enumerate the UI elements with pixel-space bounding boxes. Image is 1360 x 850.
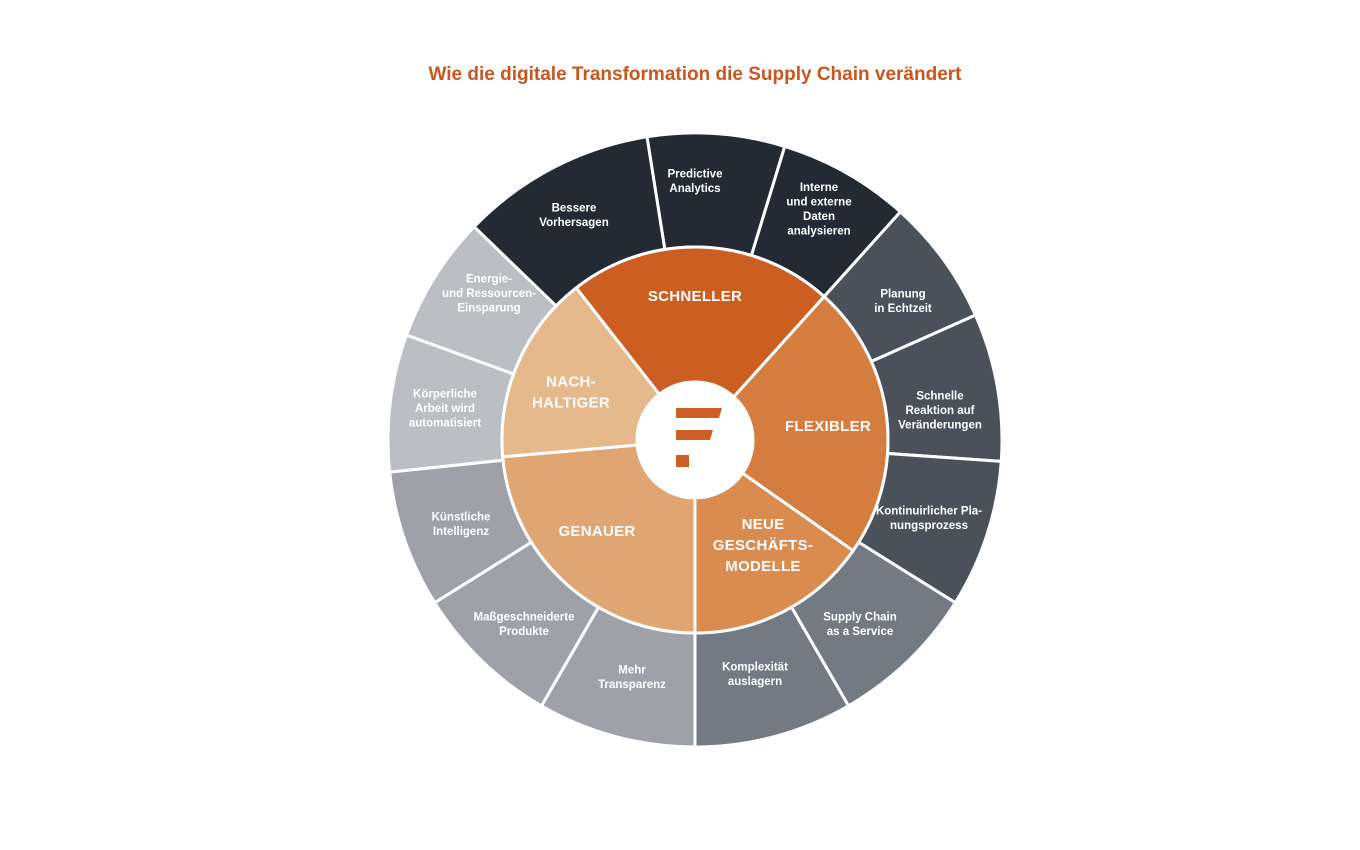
stacked-bars-logo-icon bbox=[676, 408, 722, 467]
outer-label-interne-externe-daten-line: analysieren bbox=[787, 226, 850, 238]
outer-label-koerperliche-arbeit-line: automatisiert bbox=[409, 417, 481, 429]
outer-label-massgeschneiderte-produkte-line: Maßgeschneiderte bbox=[474, 612, 575, 624]
outer-label-komplexitaet-auslagern: Komplexität auslagern bbox=[722, 662, 788, 689]
inner-label-schneller-line: SCHNELLER bbox=[648, 288, 742, 305]
outer-label-schnelle-reaktion-line: Schnelle bbox=[916, 390, 963, 402]
outer-label-kontinuierlicher-planungsprozess-line: Kontinuirlicher Pla- bbox=[876, 506, 982, 518]
diagram-title: Wie die digitale Transformation die Supp… bbox=[428, 64, 962, 85]
outer-label-kuenstliche-intelligenz-line: Intelligenz bbox=[433, 526, 489, 538]
outer-label-komplexitaet-auslagern-line: auslagern bbox=[728, 676, 782, 688]
inner-label-schneller: SCHNELLER bbox=[648, 288, 742, 305]
center-hub bbox=[637, 382, 753, 498]
inner-label-genauer: GENAUER bbox=[558, 523, 635, 540]
outer-label-kontinuierlicher-planungsprozess: Kontinuirlicher Pla-nungsprozess bbox=[876, 506, 982, 533]
outer-label-supply-chain-service-line: as a Service bbox=[827, 626, 894, 638]
outer-label-predictive-analytics-line: Predictive bbox=[668, 169, 723, 181]
outer-label-schnelle-reaktion-line: Reaktion auf bbox=[905, 405, 974, 417]
inner-label-flexibler: FLEXIBLER bbox=[785, 418, 871, 435]
outer-label-energie-ressourcen-line: Einsparung bbox=[457, 302, 520, 314]
outer-label-kontinuierlicher-planungsprozess-line: nungsprozess bbox=[890, 520, 968, 532]
outer-label-interne-externe-daten-line: Daten bbox=[803, 211, 835, 223]
outer-label-bessere-vorhersagen-line: Vorhersagen bbox=[539, 217, 608, 229]
outer-label-energie-ressourcen-line: und Ressourcen- bbox=[442, 288, 536, 300]
outer-label-koerperliche-arbeit-line: Körperliche bbox=[413, 388, 477, 400]
outer-label-bessere-vorhersagen-line: Bessere bbox=[552, 203, 597, 215]
outer-label-planung-echtzeit: Planung in Echtzeit bbox=[874, 289, 932, 316]
inner-label-nachhaltiger-line: NACH- bbox=[546, 373, 596, 390]
outer-label-planung-echtzeit-line: in Echtzeit bbox=[874, 303, 932, 315]
inner-label-neue-geschaeftsmodelle-line: MODELLE bbox=[725, 558, 800, 575]
inner-label-flexibler-line: FLEXIBLER bbox=[785, 418, 871, 435]
outer-label-komplexitaet-auslagern-line: Komplexität bbox=[722, 662, 788, 674]
inner-ring: SCHNELLER FLEXIBLER NEUE GESCHÄFTS- MODELLE G… bbox=[500, 245, 890, 635]
outer-label-supply-chain-service: Supply Chain as a Service bbox=[823, 612, 896, 639]
outer-label-schnelle-reaktion-line: Veränderungen bbox=[898, 419, 982, 431]
outer-label-mehr-transparenz-line: Mehr bbox=[618, 665, 646, 677]
outer-label-interne-externe-daten-line: Interne bbox=[800, 182, 838, 194]
inner-label-nachhaltiger: NACH- HALTIGER bbox=[532, 373, 610, 411]
inner-label-neue-geschaeftsmodelle-line: GESCHÄFTS- bbox=[713, 537, 814, 554]
outer-label-interne-externe-daten-line: und externe bbox=[786, 197, 851, 209]
inner-label-neue-geschaeftsmodelle-line: NEUE bbox=[742, 516, 785, 533]
outer-label-energie-ressourcen: Energie-und Ressourcen- Einsparung bbox=[442, 273, 536, 314]
outer-label-mehr-transparenz-line: Transparenz bbox=[598, 679, 666, 691]
inner-label-nachhaltiger-line: HALTIGER bbox=[532, 394, 610, 411]
outer-label-massgeschneiderte-produkte-line: Produkte bbox=[499, 626, 549, 638]
outer-label-kuenstliche-intelligenz-line: Künstliche bbox=[432, 512, 491, 524]
outer-label-energie-ressourcen-line: Energie- bbox=[466, 273, 512, 285]
outer-label-supply-chain-service-line: Supply Chain bbox=[823, 612, 896, 624]
outer-label-koerperliche-arbeit-line: Arbeit wird bbox=[415, 403, 475, 415]
inner-label-neue-geschaeftsmodelle: NEUE GESCHÄFTS- MODELLE bbox=[713, 516, 814, 575]
outer-label-predictive-analytics-line: Analytics bbox=[669, 183, 720, 195]
outer-label-planung-echtzeit-line: Planung bbox=[880, 289, 925, 301]
inner-label-genauer-line: GENAUER bbox=[558, 523, 635, 540]
